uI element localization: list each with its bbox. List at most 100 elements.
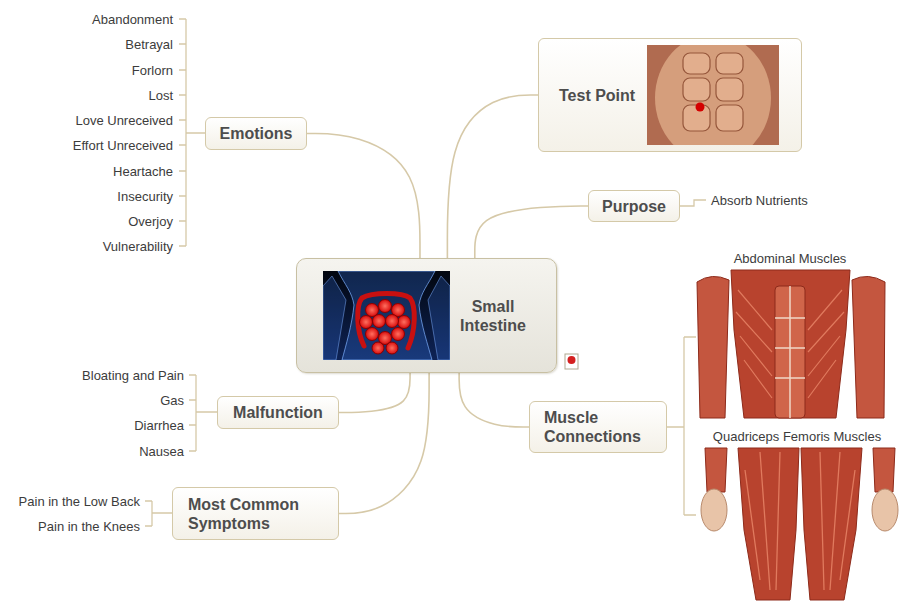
arm-muscle [697,276,729,418]
leaf-label: Bloating and Pain [82,368,184,383]
leaf-slot: Diarrhea [134,416,184,434]
leaf-slot: Lost [148,86,173,104]
leaf-label: Vulnerability [103,239,173,254]
leaf-slot: Overjoy [128,212,173,230]
leaf-label: Love Unreceived [75,113,173,128]
abdominal-muscles-figure [697,270,885,418]
rectus-abdominis [775,286,805,418]
intestine-loop [386,315,399,328]
forearm-muscle [873,448,895,492]
leaf-slot: Pain in the Knees [38,517,140,535]
bracket-group [145,19,706,526]
test-point-picture [647,45,779,145]
thigh-muscle [738,448,799,600]
intestine-loop [373,315,386,328]
leaf-slot: Nausea [139,442,184,460]
intestine-picture [323,271,450,360]
abdominal-segment [683,78,710,101]
picture-ground [647,45,779,145]
abdominal-segment [683,105,710,131]
topic-text: Malfunction [230,403,326,422]
arm-outline [428,276,450,360]
leaf-slot: Abandonment [92,10,173,28]
branch-connector [459,373,529,427]
topic-text: Purpose [601,197,667,216]
branch-topic: Muscle Connections [529,401,667,453]
note-icon [565,354,578,369]
leaf-slot: Forlorn [132,61,173,79]
quadriceps-figure [701,448,898,600]
branch-topic: Malfunction [217,396,339,429]
leaf-label: Forlorn [132,63,173,78]
small-intestine [360,300,411,355]
arm-outline [323,276,346,360]
intestine-loop [379,332,392,345]
thigh-muscle [801,448,862,600]
branch-connector [447,95,538,258]
abdominal-segment [716,105,743,131]
intestine-loop [392,328,405,341]
topic-text: Small Intestine [447,297,539,335]
leaf-label: Absorb Nutrients [711,193,808,208]
leaf-slot: Betrayal [125,35,173,53]
leaf-label: Overjoy [128,214,173,229]
torso-muscle [731,270,850,418]
note-icon-mark [568,356,576,364]
topic-text: Test Point [559,86,661,105]
leaf-label: Lost [148,88,173,103]
leaf-slot: Heartache [113,162,173,180]
leaf-slot: Bloating and Pain [82,366,184,384]
branch-topic: Emotions [205,117,307,150]
large-intestine [358,294,415,349]
branch-topic: Most Common Symptoms [172,487,339,540]
muscle-fibres [745,452,855,590]
abdomen [655,45,771,145]
branch-topic: Purpose [588,190,680,222]
tendon-lines [775,286,805,418]
abdominal-segment [716,78,743,101]
intestine-loop [366,304,379,317]
leaf-label: Abdominal Muscles [734,251,847,266]
topic-text: Muscle Connections [544,408,656,446]
leaf-slot: Love Unreceived [75,111,173,129]
branch-connector [339,373,429,514]
topic-text: Most Common Symptoms [188,495,328,533]
abdominal-segment [683,53,710,74]
leaf-label: Diarrhea [134,418,184,433]
leaf-label: Gas [160,393,184,408]
central-topic: Small Intestine [296,258,557,373]
branch-connector [307,134,420,259]
leaf-label: Pain in the Low Back [19,494,140,509]
intestine-loop [386,342,398,354]
leaf-label: Quadriceps Femoris Muscles [713,429,881,444]
leaf-label: Betrayal [125,37,173,52]
intestine-loop [398,316,411,329]
leaf-slot: Vulnerability [103,237,173,255]
leaf-slot: Pain in the Low Back [19,492,140,510]
test-point-dot [696,103,705,112]
intestine-loop [360,316,373,329]
intestine-loop [372,342,384,354]
leaf-label: Pain in the Knees [38,519,140,534]
forearm-muscle [705,448,727,492]
abdominal-segments [683,53,743,131]
hand [872,489,898,531]
leaf-slot: Effort Unreceived [73,136,173,154]
picture-ground [323,271,450,360]
topic-text: Emotions [218,124,294,143]
arm-muscle [852,276,885,418]
leaf-label: Abandonment [92,12,173,27]
leaf-slot: Absorb Nutrients [711,191,808,209]
hand [701,489,727,531]
leaf-slot: Abdominal Muscles [734,249,847,267]
branch-connector [475,206,588,258]
intestine-loop [379,300,392,313]
branch-topic: Test Point [538,38,802,152]
intestine-loop [392,304,405,317]
abdominal-segment [716,53,743,74]
leaf-label: Heartache [113,164,173,179]
note-icon-sheet [565,354,578,369]
leaf-label: Insecurity [117,189,173,204]
torso-outline [338,271,435,360]
